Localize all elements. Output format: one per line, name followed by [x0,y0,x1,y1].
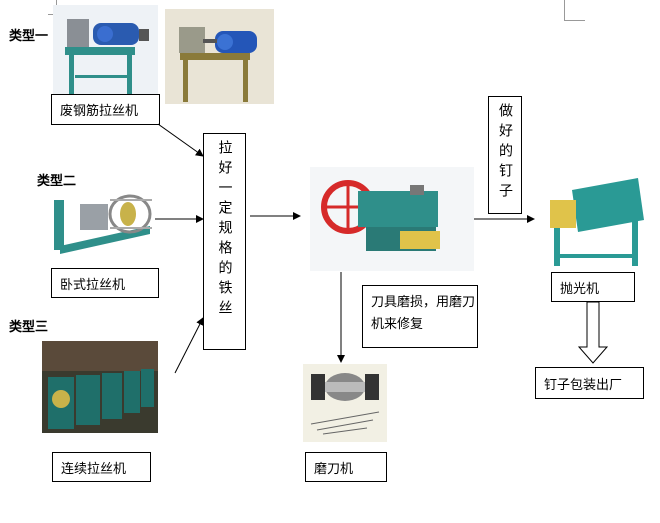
blade-note-box: 刀具磨损，用磨刀机来修复 [362,285,478,348]
finished-nails-box: 做好的钉子 [488,96,522,214]
polisher-photo [544,170,650,270]
scrap-rebar-drawer-photo-2 [165,9,274,104]
continuous-drawer-photo [42,341,158,433]
type-one-label: 类型一 [9,29,49,44]
drawn-wire-box: 拉好一定规格的铁丝 [203,133,246,350]
type-two-label: 类型二 [37,174,77,189]
horizontal-drawer-photo [40,186,171,256]
packaging-label: 钉子包装出厂 [535,367,644,399]
grinder-label: 磨刀机 [305,452,387,482]
grinder-photo [303,364,387,442]
continuous-drawer-label: 连续拉丝机 [52,452,151,482]
nail-making-machine-photo [310,167,474,271]
corner-mark-top-right [564,0,585,21]
scrap-rebar-drawer-label: 废钢筋拉丝机 [51,94,160,125]
polisher-label: 抛光机 [551,272,635,302]
scrap-rebar-drawer-photo-1 [53,5,158,97]
blade-note-text: 刀具磨损，用磨刀机来修复 [371,295,476,332]
drawn-wire-text: 拉好一定规格的铁丝 [216,140,233,320]
finished-nails-text: 做好的钉子 [497,103,513,203]
horizontal-drawer-label: 卧式拉丝机 [51,268,159,298]
type-three-label: 类型三 [9,320,49,335]
